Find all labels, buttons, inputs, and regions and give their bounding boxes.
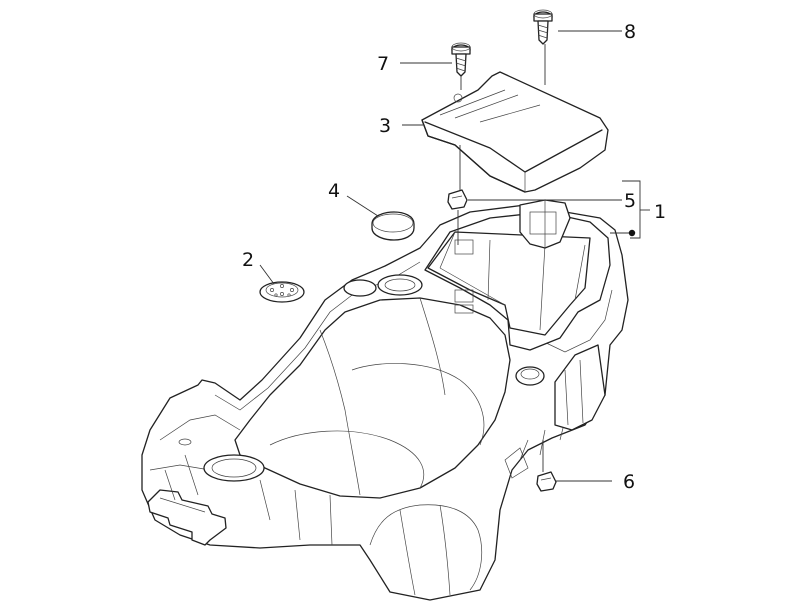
- leader-1-bracket: [622, 180, 641, 239]
- screw-part-8: [533, 9, 553, 45]
- callout-1: 1: [654, 201, 666, 223]
- reference-dot: [628, 229, 636, 237]
- clip-nut-part-5: [447, 189, 468, 210]
- callout-4: 4: [328, 180, 340, 202]
- compartment-lid: [421, 71, 609, 193]
- callout-7: 7: [377, 53, 389, 75]
- callout-3: 3: [379, 115, 391, 137]
- screw-part-7: [451, 42, 471, 77]
- leader-lines: [259, 30, 650, 482]
- callout-6: 6: [623, 471, 635, 493]
- grommet-part-2: [259, 281, 305, 303]
- callout-2: 2: [242, 249, 254, 271]
- callout-5: 5: [624, 190, 636, 212]
- helmet-compartment-tray: [141, 199, 629, 601]
- callout-8: 8: [624, 21, 636, 43]
- clip-nut-part-6: [536, 471, 557, 492]
- leader-2: [259, 264, 275, 285]
- plug-cap-part-4: [371, 211, 415, 241]
- leader-4: [346, 195, 379, 217]
- callout-labels: 8 7 3 5 1 4 2 6: [242, 21, 666, 493]
